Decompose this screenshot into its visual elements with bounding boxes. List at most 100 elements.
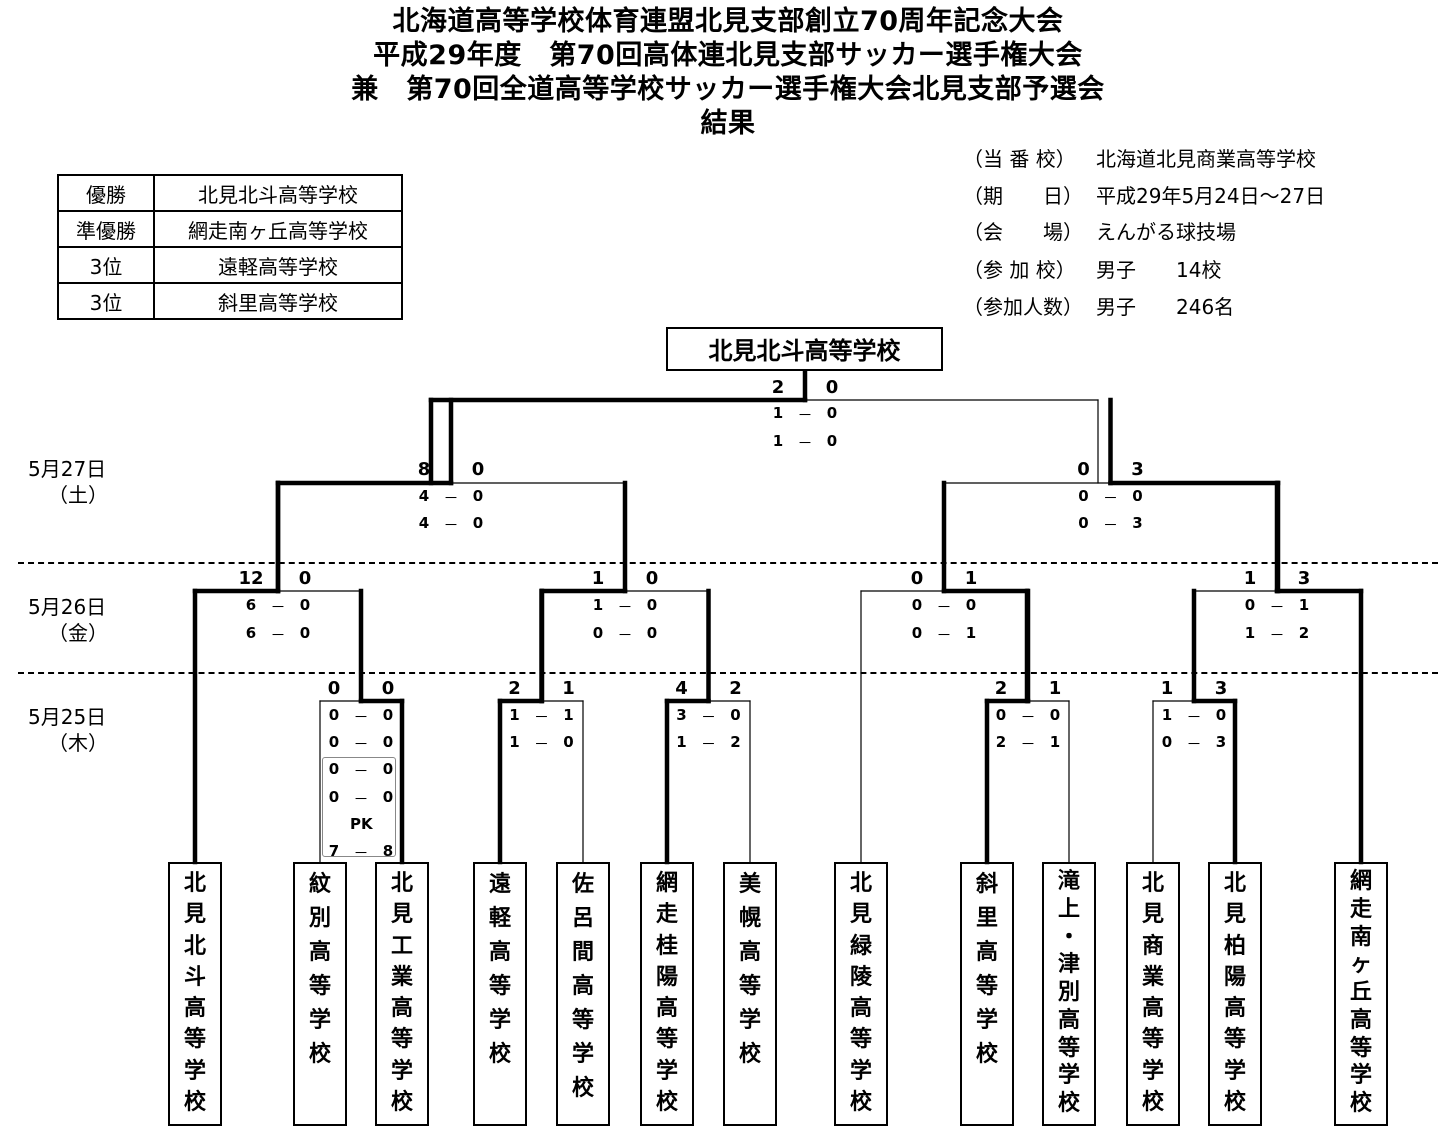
team-name-char: 校 [1223, 1089, 1246, 1115]
team-name-char: 学 [1349, 1063, 1372, 1089]
team-name-char: 北 [1141, 871, 1164, 896]
title-line-3: 兼 第70回全道高等学校サッカー選手権大会北見支部予選会 [351, 74, 1105, 105]
score-left: 1 [1160, 678, 1174, 699]
half-score-dash: － [270, 598, 286, 616]
team-box: 美幌高等学校 [723, 862, 777, 1126]
score-right: 3 [1214, 678, 1228, 699]
team-name-char: 走 [655, 902, 678, 928]
result-row: 3位遠軽高等学校 [57, 246, 403, 284]
team-name-char: 北 [390, 871, 413, 896]
team-name-char: 学 [738, 1008, 761, 1033]
half-score-dash: － [1102, 516, 1118, 534]
champion-box: 北見北斗高等学校 [666, 327, 943, 371]
team-name-char: 校 [1141, 1089, 1164, 1115]
info-value: えんがる球技場 [1096, 220, 1236, 244]
pk-label: PK [350, 815, 373, 833]
team-name-char: 学 [308, 1008, 331, 1033]
half-score-left: 6 [245, 624, 257, 642]
team-name-char: 学 [571, 1042, 594, 1067]
team-name-char: 南 [1349, 924, 1372, 950]
extra-score-left: 0 [328, 760, 340, 778]
half-score-right: 2 [730, 733, 741, 751]
half-score-dash: － [1186, 708, 1202, 726]
score-right: 1 [562, 678, 575, 699]
team-box: 網走桂陽高等学校 [640, 862, 694, 1126]
half-score-right: 0 [965, 596, 977, 614]
result-school: 北見北斗高等学校 [153, 174, 403, 212]
team-box: 遠軽高等学校 [473, 862, 527, 1126]
date-text: 5月25日 [28, 705, 107, 729]
team-name-char: 校 [975, 1042, 998, 1067]
half-score-left: 0 [1161, 733, 1173, 751]
info-label: （参加人数） [963, 295, 1083, 319]
info-label: （期 日） [963, 184, 1083, 208]
title-line-2: 平成29年度 第70回高体連北見支部サッカー選手権大会 [373, 40, 1083, 71]
half-score-left: 1 [592, 596, 604, 614]
date-label-0525: 5月25日（木） [28, 704, 108, 756]
score-left: 12 [238, 568, 264, 589]
half-score-left: 0 [1078, 487, 1089, 505]
score-right: 1 [964, 568, 978, 589]
team-name-char: 佐 [571, 872, 594, 897]
team-name-char: 津 [1057, 952, 1080, 978]
team-name-char: 見 [183, 902, 206, 928]
half-score-left: 0 [911, 596, 923, 614]
team-name-char: 呂 [571, 906, 594, 931]
score-right: 3 [1131, 459, 1144, 480]
half-score-dash: － [353, 708, 369, 726]
team-name-char: 等 [571, 1008, 594, 1033]
team-box: 滝上・津別高等学校 [1042, 862, 1096, 1126]
team-name-char: 学 [390, 1058, 413, 1084]
half-score-left: 6 [245, 596, 257, 614]
score-left: 8 [417, 459, 431, 480]
team-name-char: 高 [849, 996, 872, 1021]
team-name-char: 等 [488, 974, 511, 999]
extra-score-left: 0 [328, 788, 340, 806]
team-name-char: 網 [655, 871, 678, 896]
half-score-left: 0 [328, 706, 340, 724]
half-score-left: 0 [592, 624, 604, 642]
half-score-left: 1 [509, 706, 520, 724]
score-left: 0 [910, 568, 924, 589]
extra-time-box [322, 757, 396, 857]
result-school: 網走南ヶ丘高等学校 [153, 210, 403, 248]
info-label: （参 加 校） [963, 258, 1076, 282]
title-line-1: 北海道高等学校体育連盟北見支部創立70周年記念大会 [392, 6, 1064, 37]
team-name-char: 見 [849, 902, 872, 928]
half-score-left: 4 [418, 514, 430, 532]
half-score-right: 0 [646, 596, 658, 614]
day-text: （土） [48, 483, 108, 507]
team-name-char: 高 [488, 940, 511, 965]
half-score-right: 0 [1049, 706, 1061, 724]
half-score-right: 0 [1215, 706, 1227, 724]
half-score-right: 0 [563, 733, 574, 751]
title-line-4: 結果 [700, 108, 756, 139]
result-school: 遠軽高等学校 [153, 246, 403, 284]
score-right: 3 [1297, 568, 1311, 589]
result-rank: 3位 [57, 246, 155, 284]
team-name-char: 校 [488, 1042, 511, 1067]
team-box: 網走南ヶ丘高等学校 [1334, 862, 1388, 1126]
team-name-char: 高 [183, 996, 206, 1021]
half-score-right: 0 [730, 706, 741, 724]
team-name-char: 等 [738, 974, 761, 999]
team-name-char: 学 [183, 1058, 206, 1084]
extra-score-dash: － [353, 790, 369, 808]
half-score-right: 1 [1049, 733, 1061, 751]
half-score-right: 0 [826, 432, 838, 450]
team-name-char: 別 [1057, 980, 1080, 1006]
team-name-char: 走 [1349, 896, 1372, 922]
team-name-char: 柏 [1223, 933, 1246, 959]
result-row: 3位斜里高等学校 [57, 282, 403, 320]
half-score-right: 3 [1215, 733, 1227, 751]
day-divider [18, 672, 1438, 674]
pk-score-left: 7 [328, 842, 340, 860]
team-name-char: 桂 [655, 933, 678, 959]
score-right: 0 [825, 377, 839, 398]
score-right: 0 [471, 459, 485, 480]
half-score-left: 1 [509, 733, 520, 751]
team-name-char: 高 [1349, 1007, 1372, 1033]
team-name-char: 学 [1223, 1058, 1246, 1084]
half-score-dash: － [533, 735, 549, 753]
team-name-char: 学 [488, 1008, 511, 1033]
